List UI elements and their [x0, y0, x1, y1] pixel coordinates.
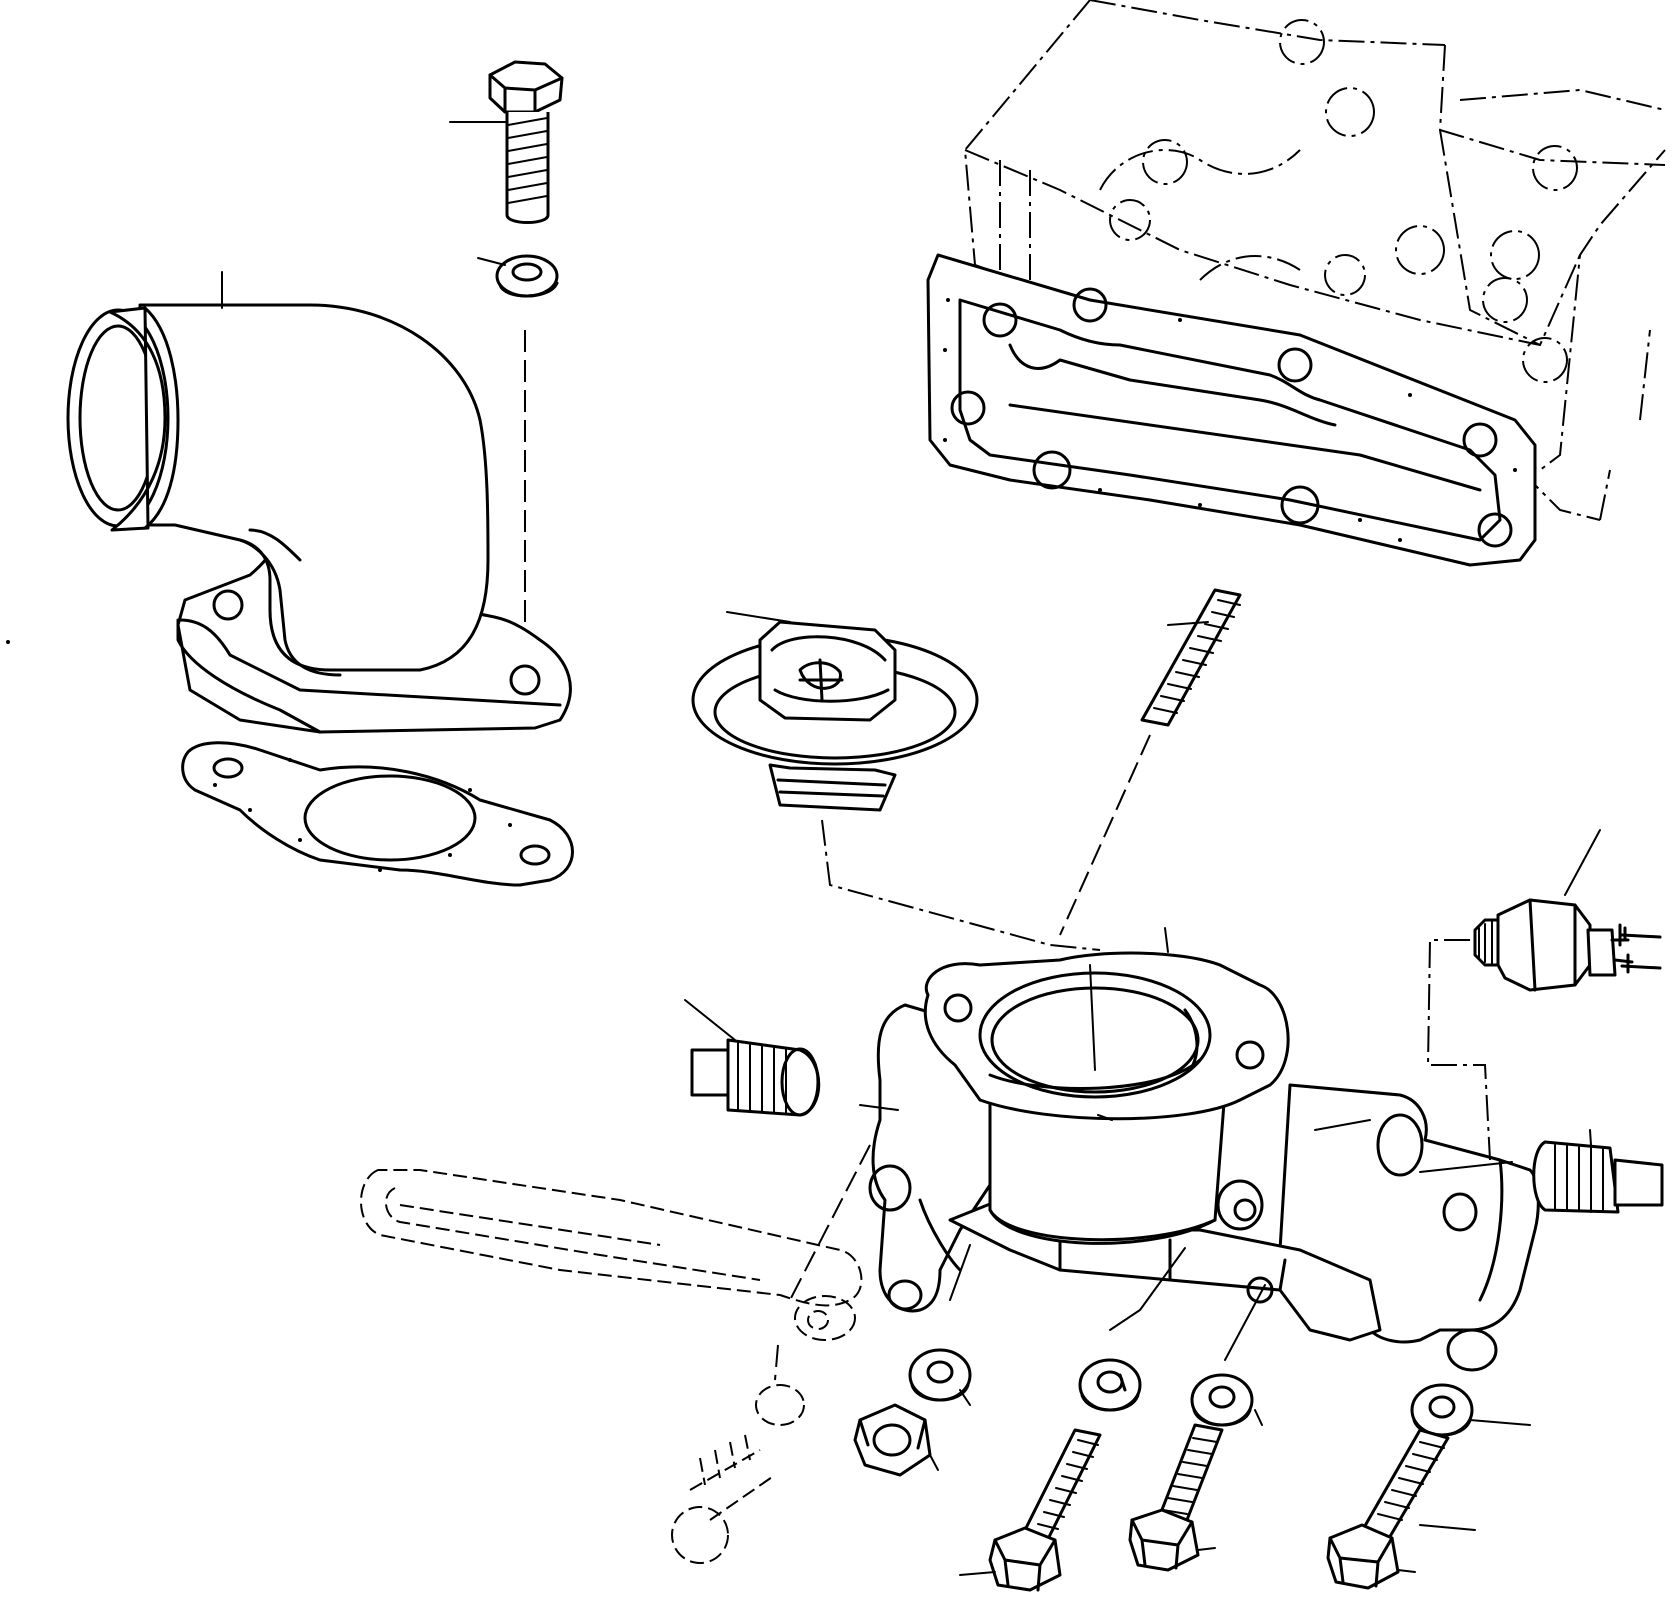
- elbow-gasket: [181, 741, 574, 887]
- mounting-bolts: [959, 1423, 1476, 1592]
- stray-mark: [6, 640, 10, 644]
- ghost-bolt: [671, 1144, 871, 1564]
- bracket: [360, 1169, 863, 1341]
- elbow-gasket-texture: [213, 758, 512, 872]
- bolt: [449, 60, 564, 224]
- gasket-texture: [943, 298, 1517, 542]
- thermostat-housing: [859, 927, 1540, 1372]
- mounting-bolt-3: [1326, 1428, 1476, 1590]
- temperature-sender: [1426, 829, 1662, 1161]
- head-gasket: [926, 253, 1537, 567]
- lock-washer-1: [908, 1244, 972, 1406]
- water-outlet-elbow: [66, 271, 572, 734]
- plug-left: [684, 999, 821, 1117]
- lock-washer-2: [1078, 1247, 1186, 1412]
- lock-washer: [477, 254, 559, 298]
- lock-washer-4: [1410, 1383, 1531, 1437]
- thermostat: [691, 611, 1101, 951]
- stud: [1059, 588, 1242, 936]
- mounting-bolt-1: [959, 1428, 1102, 1592]
- plug-right: [1532, 1129, 1664, 1214]
- lock-washers: [908, 1244, 1531, 1437]
- lock-washer-3: [1190, 1284, 1266, 1427]
- nut: [853, 1403, 939, 1477]
- mounting-bolt-2: [1128, 1423, 1224, 1572]
